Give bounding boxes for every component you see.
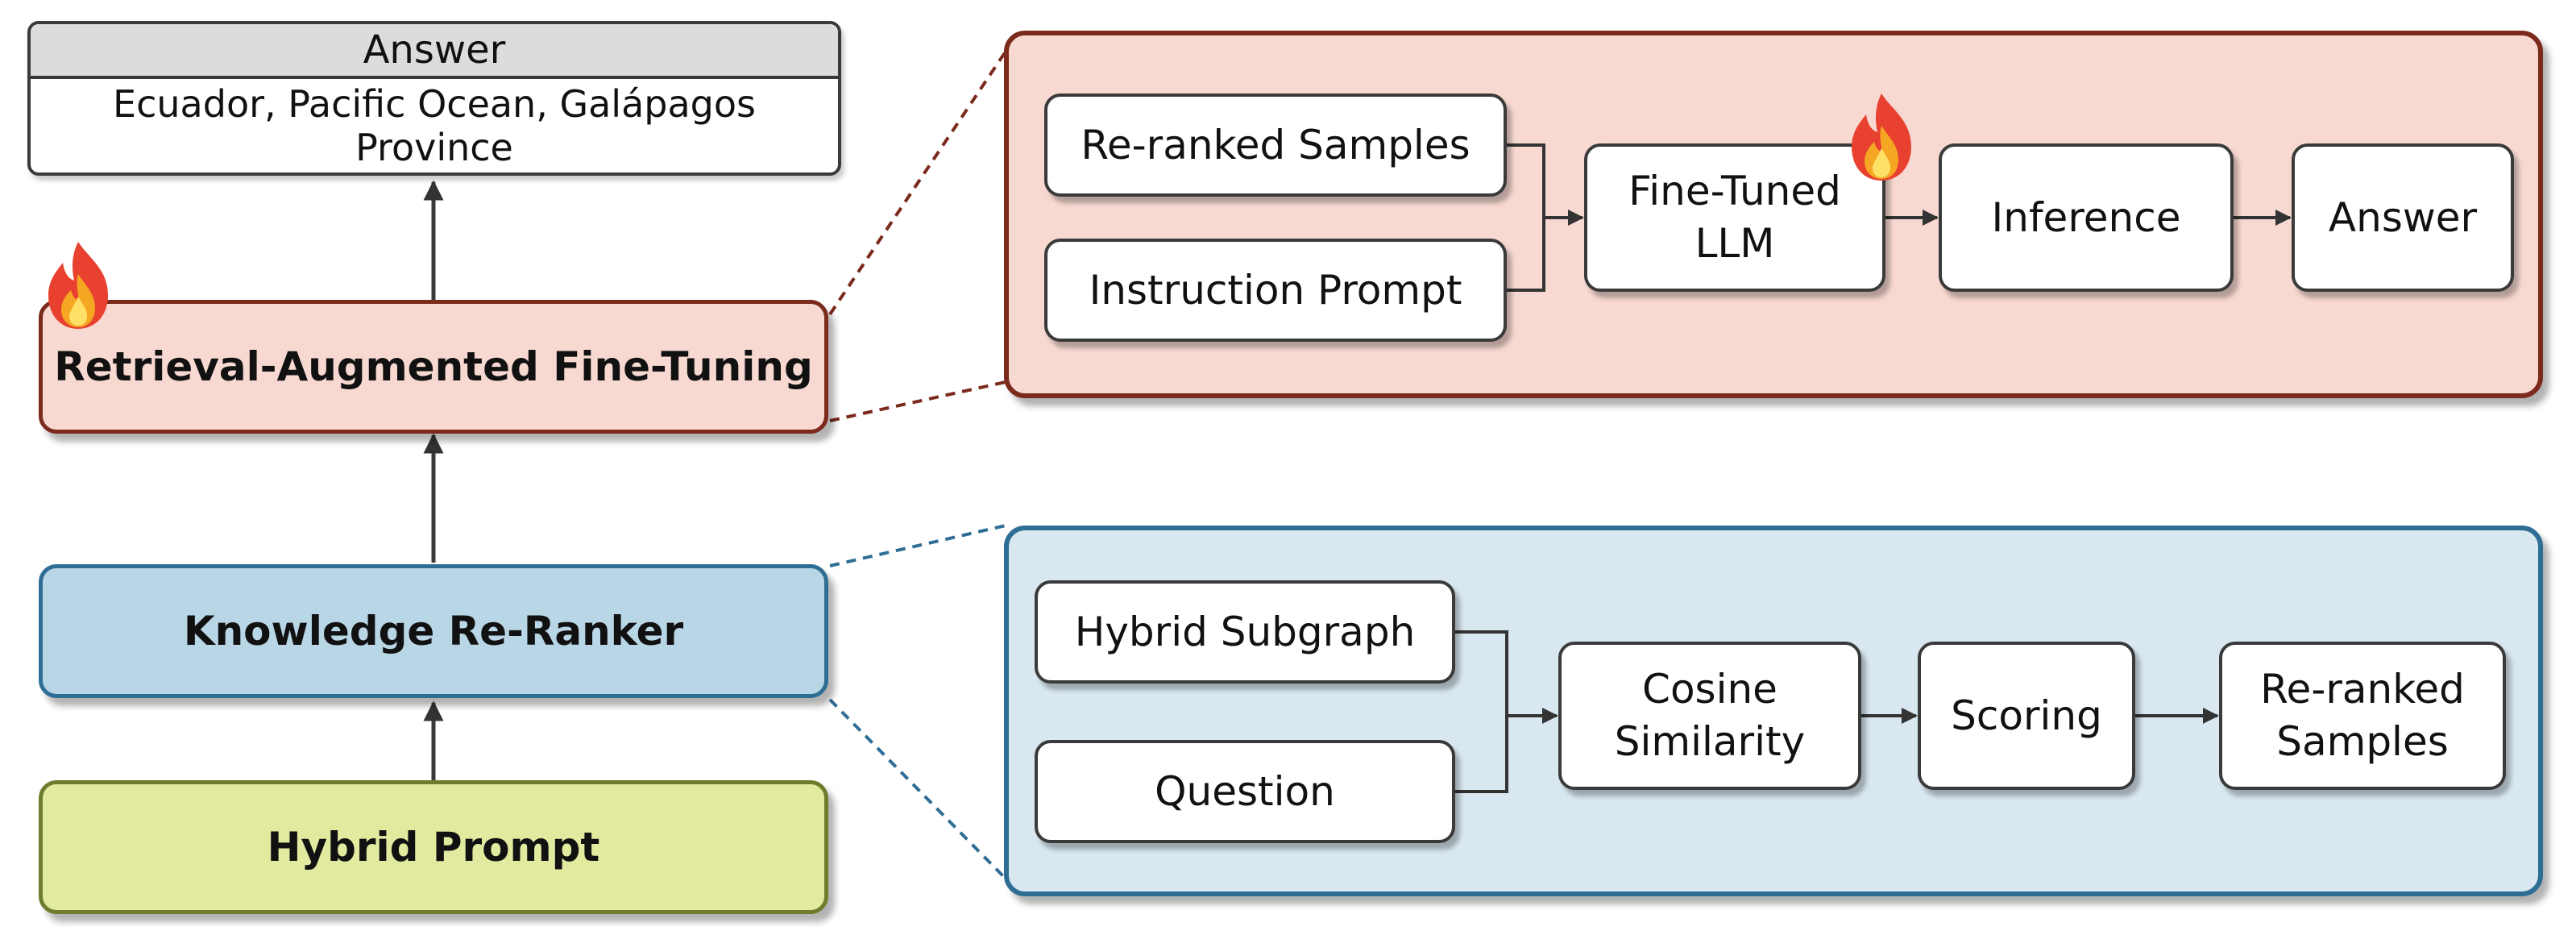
question-label: Question <box>1155 767 1335 815</box>
zoom-line-raft-bottom <box>829 380 1006 422</box>
hybrid-prompt-box: Hybrid Prompt <box>39 780 828 914</box>
reranked-samples-label: Re-ranked Samples <box>1081 121 1471 168</box>
answer-label: Answer <box>2328 193 2478 241</box>
raft-label: Retrieval-Augmented Fine-Tuning <box>54 343 813 390</box>
reranked-samples-node: Re-ranked Samples <box>1044 94 1507 197</box>
answer-node: Answer <box>2292 143 2514 292</box>
connector-subgraph-to-merge <box>1455 630 1508 716</box>
reranked-output-line2: Samples <box>2276 718 2449 765</box>
cosine-line2: Similarity <box>1614 718 1806 765</box>
answer-title: Answer <box>31 24 838 79</box>
reranked-samples-output-node: Re-ranked Samples <box>2219 642 2506 790</box>
answer-box: Answer Ecuador, Pacific Ocean, Galápagos… <box>27 21 841 176</box>
inference-label: Inference <box>1991 193 2181 241</box>
fine-tuned-llm-line2: LLM <box>1695 220 1775 267</box>
reranker-label: Knowledge Re-Ranker <box>183 608 684 654</box>
cosine-similarity-node: Cosine Similarity <box>1558 642 1861 790</box>
instruction-prompt-node: Instruction Prompt <box>1044 239 1507 342</box>
hybrid-subgraph-node: Hybrid Subgraph <box>1035 580 1455 684</box>
instruction-prompt-label: Instruction Prompt <box>1089 266 1462 314</box>
raft-box: Retrieval-Augmented Fine-Tuning <box>39 300 828 434</box>
fire-icon <box>48 242 108 329</box>
reranked-output-line1: Re-ranked <box>2260 666 2465 713</box>
inference-node: Inference <box>1939 143 2234 292</box>
hybrid-prompt-label: Hybrid Prompt <box>267 824 600 871</box>
answer-text: Ecuador, Pacific Ocean, Galápagos Provin… <box>113 82 756 169</box>
zoom-line-reranker-top <box>829 524 1006 567</box>
scoring-node: Scoring <box>1918 642 2135 790</box>
connector-question-to-merge <box>1455 716 1508 793</box>
fine-tuned-llm-node: Fine-Tuned LLM <box>1584 143 1885 292</box>
cosine-line1: Cosine <box>1642 666 1777 713</box>
question-node: Question <box>1035 740 1455 843</box>
reranker-box: Knowledge Re-Ranker <box>39 564 828 698</box>
connector-reranked-to-merge <box>1507 143 1545 218</box>
hybrid-subgraph-label: Hybrid Subgraph <box>1074 608 1416 655</box>
zoom-line-raft-top <box>828 50 1007 316</box>
connector-instruction-to-merge <box>1507 218 1545 292</box>
fire-icon <box>1852 94 1911 181</box>
zoom-line-reranker-bottom <box>828 698 1007 880</box>
scoring-label: Scoring <box>1951 692 2102 739</box>
fine-tuned-llm-line1: Fine-Tuned <box>1628 168 1841 214</box>
